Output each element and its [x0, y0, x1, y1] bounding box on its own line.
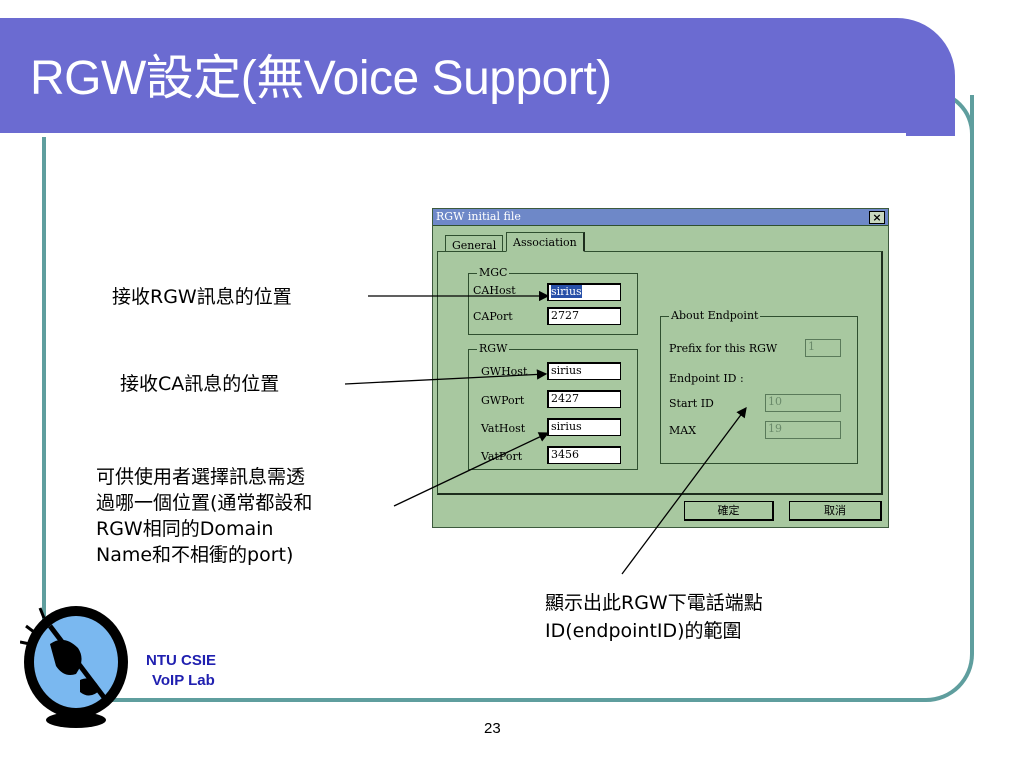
ok-button[interactable]: 確定: [684, 501, 774, 521]
tab-general[interactable]: General: [445, 235, 504, 252]
gw-port-label: GWPort: [481, 394, 525, 407]
title-bar: [0, 18, 955, 136]
vat-host-input[interactable]: sirius: [547, 418, 621, 436]
annotation-vat-line1: 可供使用者選擇訊息需透: [96, 466, 306, 488]
arrow-endpoint: [621, 406, 747, 575]
dialog-title: RGW initial file: [436, 210, 521, 223]
annotation-vat-line3: RGW相同的Domain: [96, 518, 274, 540]
vat-host-label: VatHost: [481, 422, 526, 435]
gw-host-label: GWHost: [481, 365, 528, 378]
globe-logo-icon: [20, 606, 128, 728]
max-label: MAX: [669, 424, 697, 437]
arrow-vat: [393, 432, 550, 507]
max-input[interactable]: 19: [765, 421, 841, 439]
annotation-rgw-receive: 接收CA訊息的位置: [120, 373, 280, 395]
gw-host-input[interactable]: sirius: [547, 362, 621, 380]
annotation-ca-receive: 接收RGW訊息的位置: [112, 286, 292, 308]
endpoint-group: About Endpoint Prefix for this RGW 1 End…: [660, 309, 858, 464]
mgc-group: MGC CAHost sirius CAPort 2727: [468, 266, 638, 335]
start-id-label: Start ID: [669, 397, 714, 410]
annotation-endpoint-line1: 顯示出此RGW下電話端點: [545, 592, 763, 614]
tab-panel: MGC CAHost sirius CAPort 2727 RGW GWHost…: [437, 251, 883, 495]
vat-port-input[interactable]: 3456: [547, 446, 621, 464]
endpoint-id-label: Endpoint ID :: [669, 372, 744, 385]
annotation-vat-line4: Name和不相衝的port): [96, 544, 294, 566]
annotation-endpoint-line2: ID(endpointID)的範圍: [545, 620, 742, 642]
content-frame: [42, 95, 974, 702]
close-button[interactable]: ×: [869, 211, 885, 224]
rgw-dialog: RGW initial file × General MGC CAHost si…: [432, 208, 889, 528]
rgw-group: RGW GWHost sirius GWPort 2427 VatHost si…: [468, 342, 638, 470]
endpoint-legend: About Endpoint: [669, 309, 761, 322]
arrow-gw-host: [344, 369, 548, 385]
mgc-legend: MGC: [477, 266, 510, 279]
dialog-titlebar: RGW initial file ×: [433, 209, 888, 226]
prefix-input[interactable]: 1: [805, 339, 841, 357]
ca-host-input[interactable]: sirius: [547, 283, 621, 301]
ca-port-label: CAPort: [473, 310, 513, 323]
annotation-vat-line2: 過哪一個位置(通常都設和: [96, 492, 313, 514]
slide-title: RGW設定(無Voice Support): [30, 52, 612, 105]
lab-name: NTU CSIE VoIP Lab: [146, 651, 216, 691]
cancel-button[interactable]: 取消: [789, 501, 882, 521]
lab-line2: VoIP Lab: [152, 672, 215, 689]
title-underline: [0, 133, 906, 137]
tab-association[interactable]: Association: [506, 232, 585, 252]
prefix-label: Prefix for this RGW: [669, 342, 778, 355]
lab-line1: NTU CSIE: [146, 652, 217, 669]
page-number: 23: [484, 720, 501, 737]
ca-host-label: CAHost: [473, 284, 516, 297]
rgw-legend: RGW: [477, 342, 510, 355]
start-id-input[interactable]: 10: [765, 394, 841, 412]
ca-port-input[interactable]: 2727: [547, 307, 621, 325]
gw-port-input[interactable]: 2427: [547, 390, 621, 408]
